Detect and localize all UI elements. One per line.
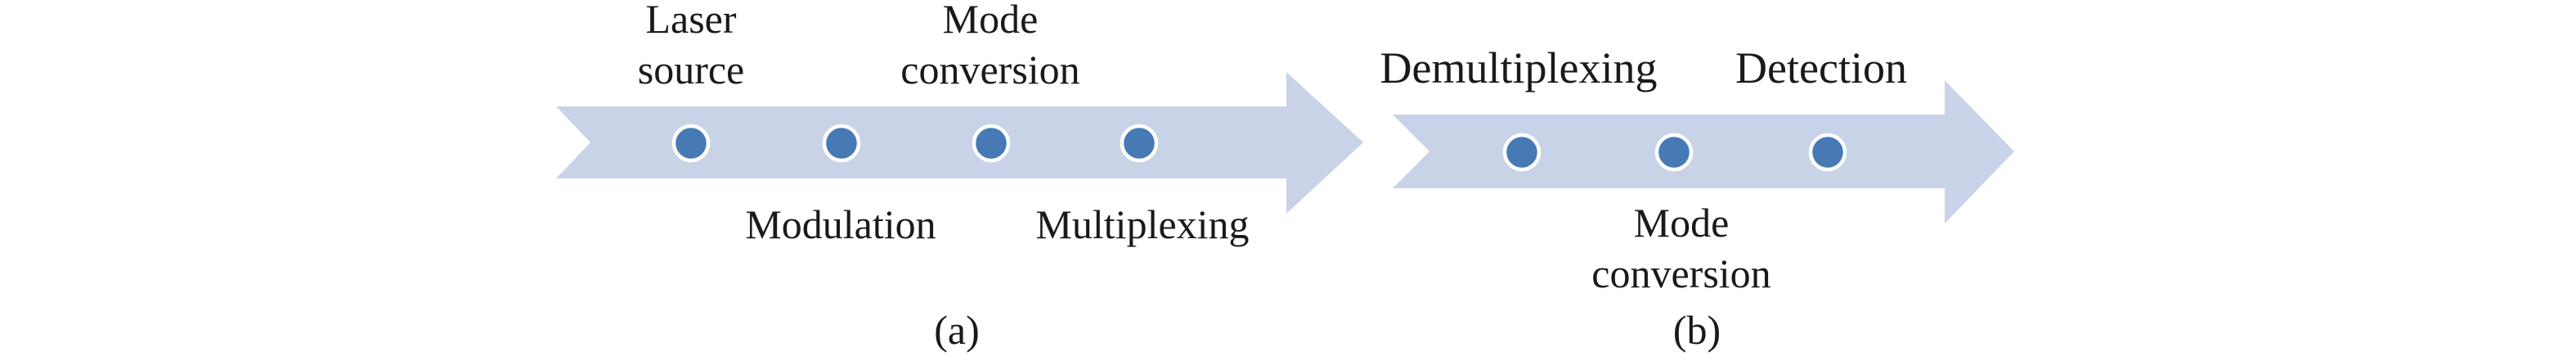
step-label-modulation: Modulation <box>745 201 936 247</box>
panel-caption-a: (a) <box>934 307 980 353</box>
step-label-multiplexing: Multiplexing <box>1035 201 1250 247</box>
step-dot-b3 <box>1808 133 1847 172</box>
step-label-mode-conversion-b: Mode conversion <box>1591 200 1771 296</box>
step-label-laser-source: Laser source <box>637 0 745 93</box>
step-label-demultiplexing: Demultiplexing <box>1380 43 1658 93</box>
step-dot-b2 <box>1654 133 1694 172</box>
process-arrow-b <box>1393 80 2014 223</box>
step-dot-a2 <box>822 124 861 163</box>
step-label-mode-conversion-a: Mode conversion <box>900 0 1080 93</box>
step-dot-a4 <box>1120 124 1159 163</box>
step-dot-b1 <box>1502 133 1542 172</box>
panel-caption-b: (b) <box>1672 307 1721 353</box>
process-arrow-a <box>556 72 1363 214</box>
step-label-detection: Detection <box>1735 43 1907 93</box>
step-dot-a1 <box>671 124 711 163</box>
step-dot-a3 <box>972 124 1011 163</box>
